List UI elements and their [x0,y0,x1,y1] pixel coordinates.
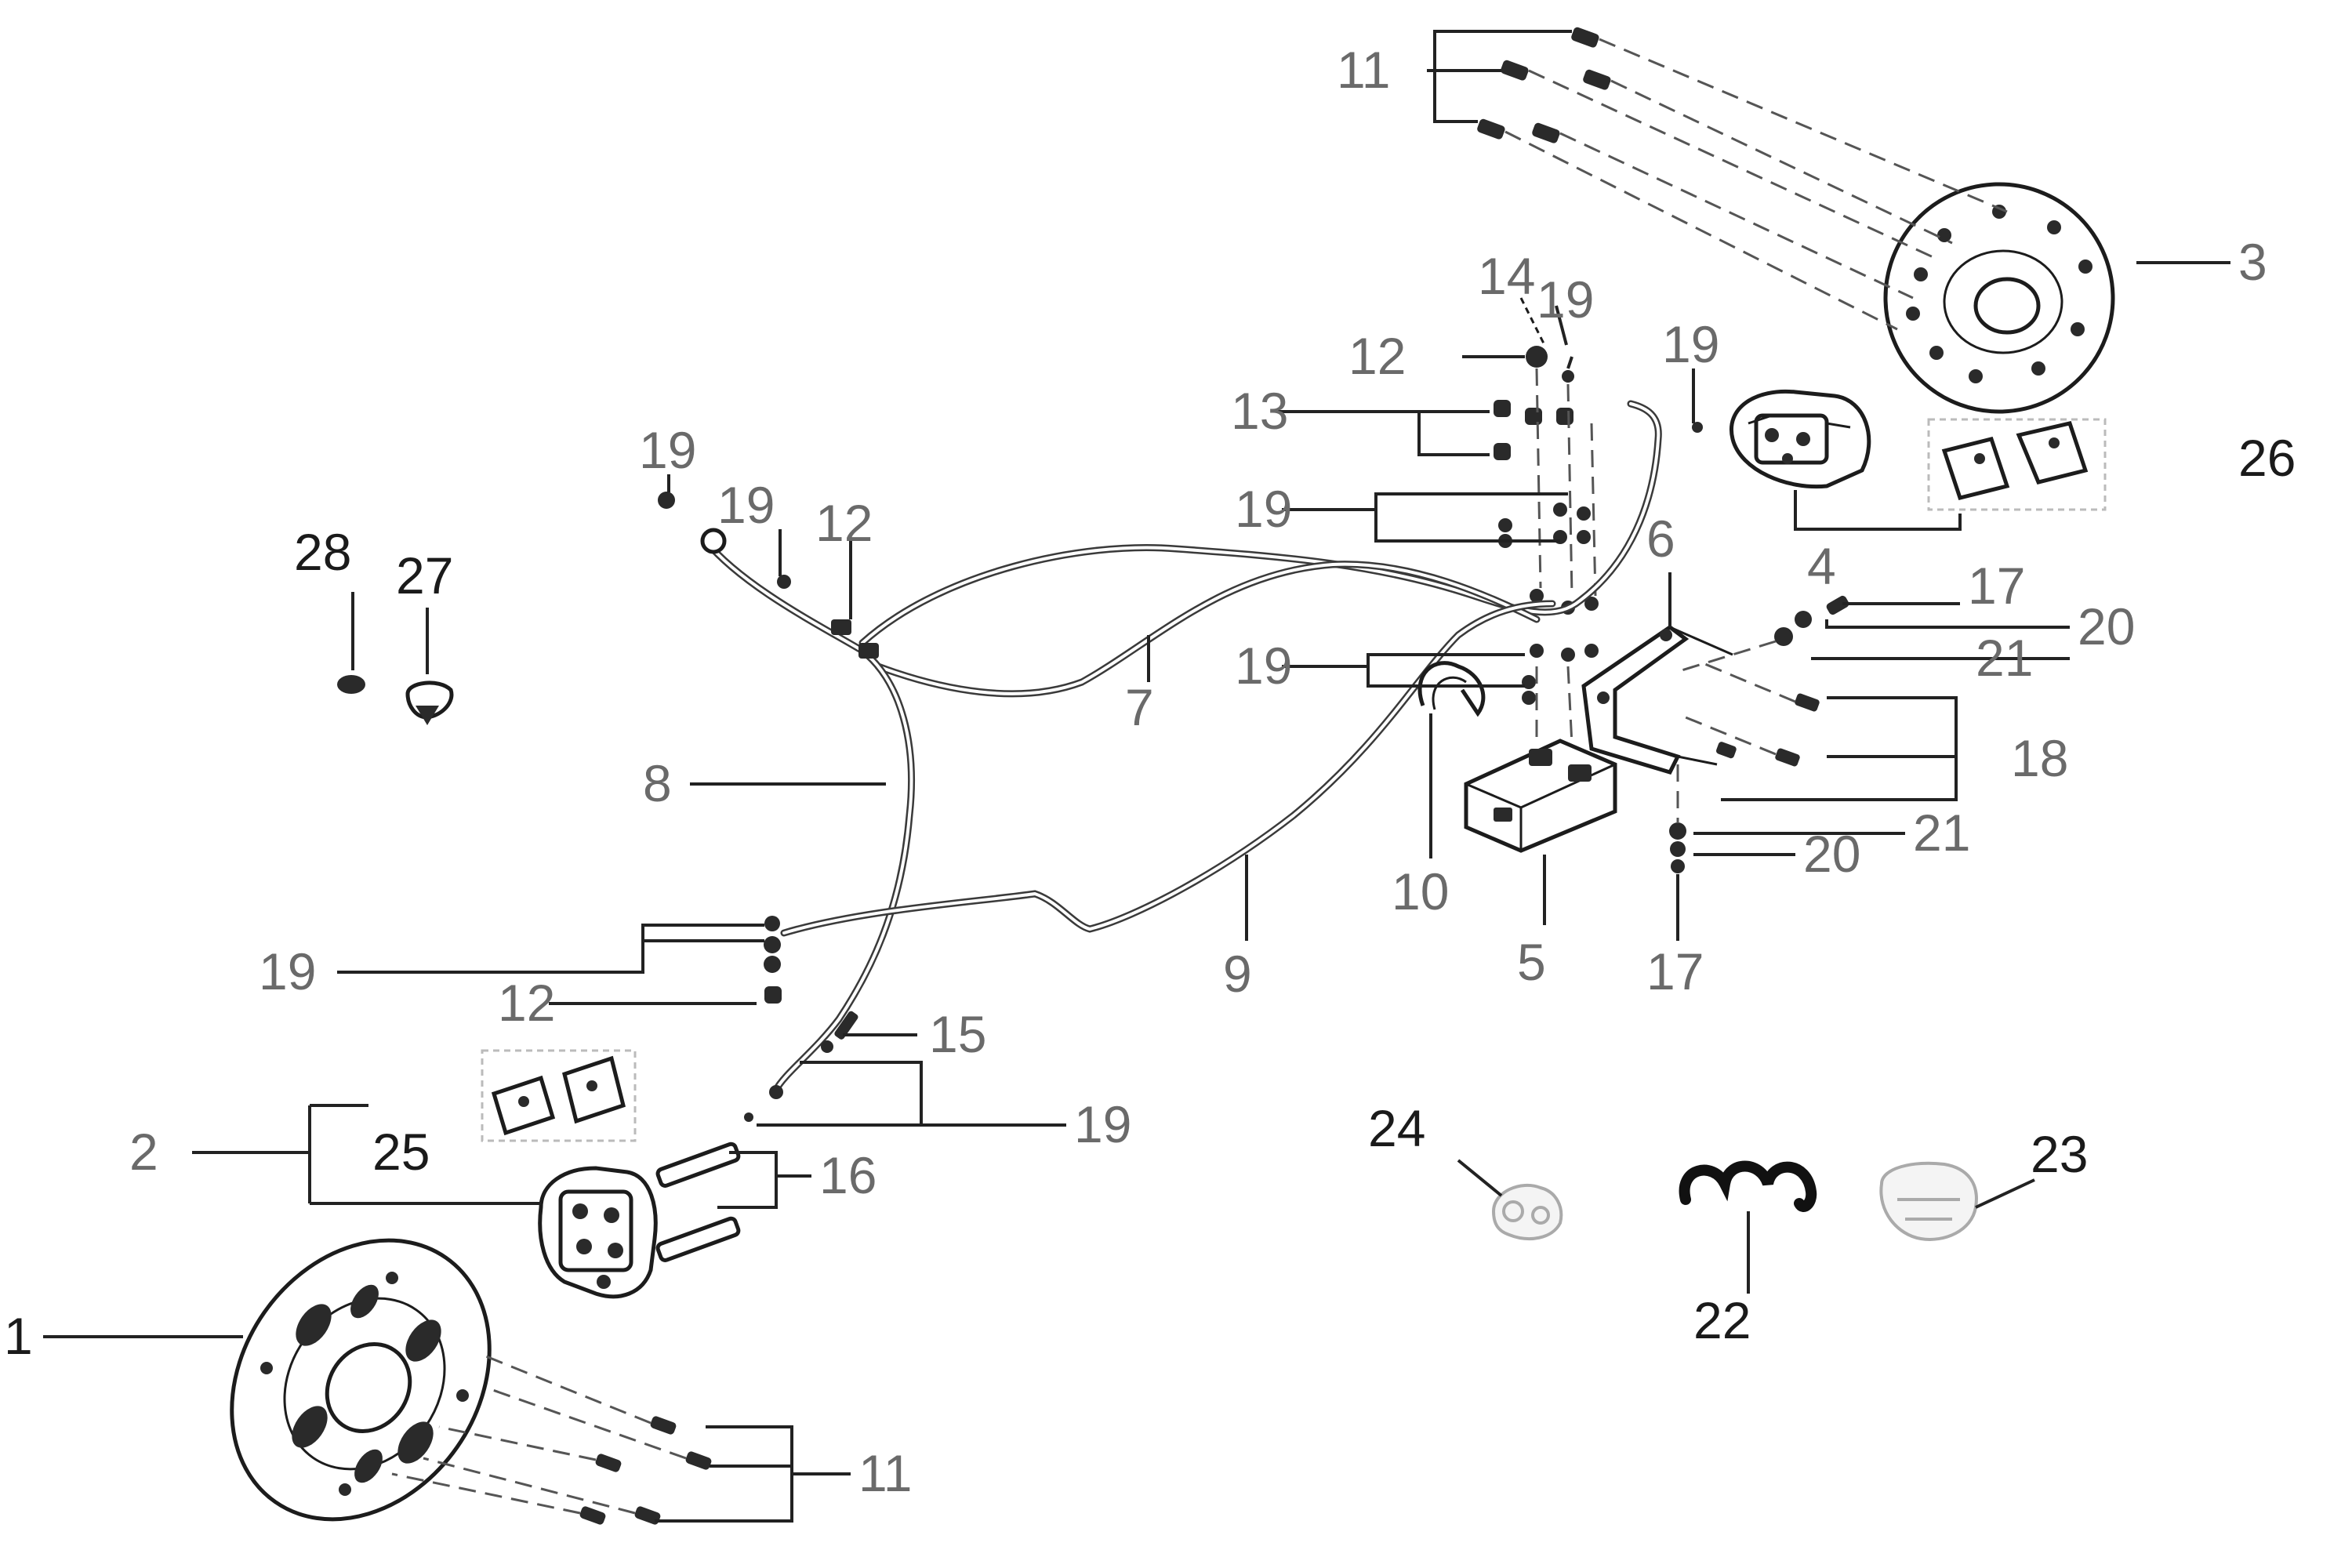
callout-11-rear: 11 [1337,41,1391,99]
callout-15: 15 [929,1005,986,1063]
spring-clip-22 [1679,1160,1817,1212]
callout-24: 24 [1368,1099,1425,1157]
callout-5: 5 [1517,933,1546,991]
callout-28: 28 [294,523,351,581]
callout-9: 9 [1223,945,1252,1003]
callout-25: 25 [372,1123,430,1181]
callout-20-top: 20 [2078,597,2135,655]
callout-19-left-a: 19 [639,421,696,479]
hose-clip-10 [1417,661,1486,717]
caliper-bolts [655,1142,741,1262]
callout-19-mid-a: 19 [1235,480,1292,538]
callout-10: 10 [1392,862,1449,920]
callout-12-left: 12 [815,494,873,552]
part-23 [1879,1161,1978,1241]
callout-27: 27 [396,546,453,604]
callout-7: 7 [1125,678,1154,736]
callout-3: 3 [2238,233,2267,291]
brake-hose-8 [702,537,915,1094]
callout-labels: 1 2 3 4 5 6 7 8 9 10 11 11 12 12 12 13 1… [4,41,2296,1502]
master-cylinder [1464,739,1617,853]
callout-16: 16 [819,1146,877,1204]
callout-22: 22 [1693,1291,1751,1349]
callout-4: 4 [1807,537,1836,595]
callout-14: 14 [1478,247,1535,305]
callout-21-bottom: 21 [1913,804,1970,862]
front-brake-caliper [538,1166,658,1299]
part-27 [405,681,454,725]
brake-hose-9 [780,600,1556,937]
lower-hose-fittings [744,916,858,1122]
callout-12-lower: 12 [498,974,555,1032]
callout-20-bottom: 20 [1803,825,1860,883]
callout-23: 23 [2031,1125,2088,1183]
leader-lines [43,261,2230,1523]
callout-11-front: 11 [858,1444,913,1502]
callout-19-top-b: 19 [1662,315,1719,373]
callout-8: 8 [643,754,672,812]
rear-brake-disc [1883,182,2115,414]
callout-17-bottom: 17 [1646,942,1704,1000]
callout-21-top: 21 [1976,629,2033,687]
callout-6: 6 [1646,510,1675,568]
part-24 [1491,1183,1563,1240]
callout-18: 18 [2011,729,2068,787]
front-disc-bolts [391,1355,712,1525]
front-brake-pads [491,1055,626,1136]
callout-17-top: 17 [1968,557,2025,615]
left-banjo-fitting [658,492,879,659]
rear-brake-caliper [1730,389,1871,489]
callout-19-top-a: 19 [1537,270,1594,328]
mounting-bracket [1581,624,1733,775]
master-cylinder-fittings [1494,297,1703,746]
callout-1: 1 [4,1307,33,1365]
callout-13: 13 [1231,382,1288,440]
part-28 [337,675,365,694]
callout-2: 2 [129,1123,158,1181]
callout-19-left-b: 19 [717,476,775,534]
callout-19-mid-b: 19 [1235,637,1292,695]
callout-26: 26 [2238,429,2296,487]
brake-hose-7 [858,400,1662,698]
rear-brake-pads [1941,421,2089,500]
rear-disc-bolts [1477,27,2008,331]
callout-19-bottom: 19 [1074,1095,1131,1153]
front-brake-disc [230,1238,492,1522]
bracket-hardware [1669,595,1849,873]
callout-19-lower: 19 [259,942,316,1000]
callout-12-top: 12 [1348,327,1406,385]
